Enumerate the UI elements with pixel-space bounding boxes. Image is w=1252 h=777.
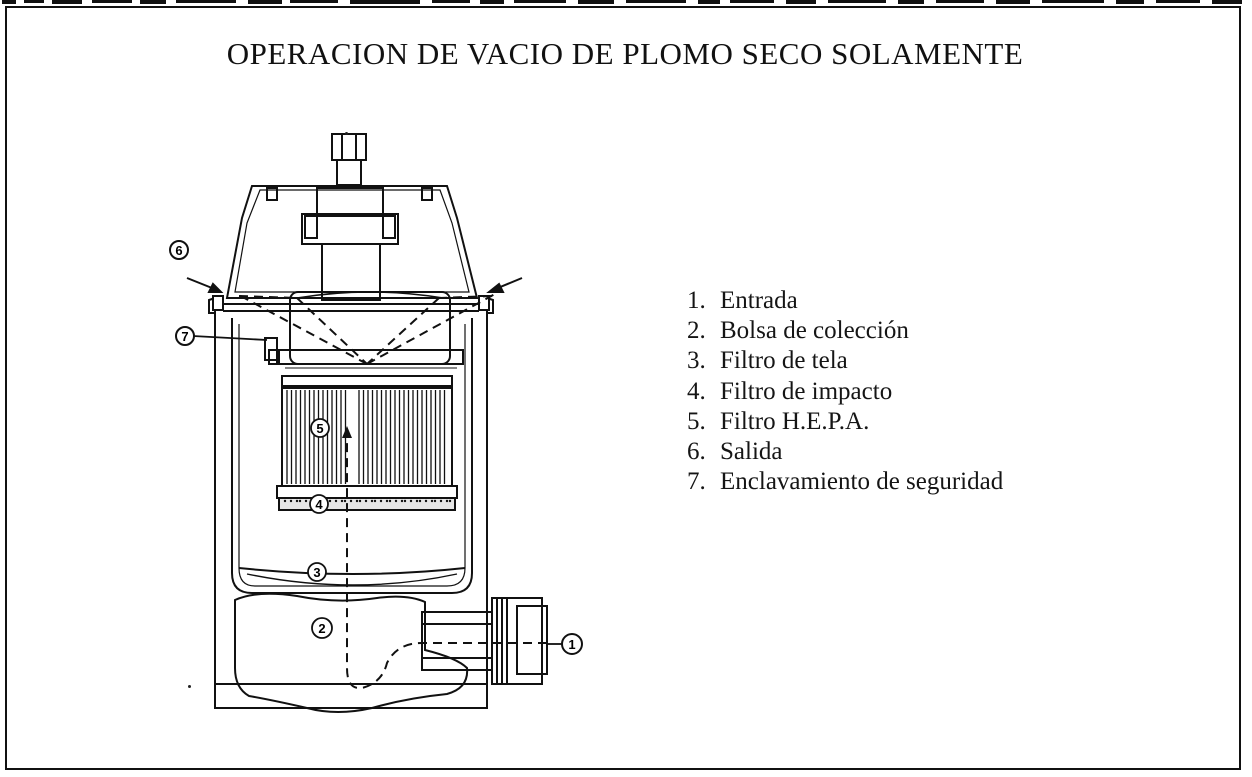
impact-media-speck [433, 499, 437, 503]
impact-media-speck [415, 499, 419, 503]
inlet-airflow [346, 433, 547, 690]
cropped-text-fragment [2, 0, 1242, 4]
legend-label: Salida [720, 438, 783, 466]
impact-media-speck [295, 499, 299, 503]
callout-1: 1 [561, 633, 583, 655]
impact-media-speck [424, 499, 428, 503]
legend-number: 3. [687, 347, 706, 375]
impact-media-speck [388, 499, 392, 503]
impact-media-speck [349, 499, 353, 503]
impact-media-speck [283, 499, 287, 503]
impact-media-speck [355, 499, 359, 503]
motor-head-cover [225, 185, 479, 299]
impact-media-speck [439, 499, 443, 503]
motor-body [316, 187, 384, 217]
legend-number: 5. [687, 407, 706, 435]
legend-number: 1. [687, 287, 706, 314]
scan-speck [188, 685, 191, 688]
impact-media-speck [418, 499, 422, 503]
inner-liner [231, 318, 473, 594]
outlet-arrows [186, 277, 523, 293]
callout-markers: 6 7 5 4 3 [169, 240, 583, 655]
impact-media-speck [403, 499, 407, 503]
impact-media-speck [334, 499, 338, 503]
top-nozzle [331, 133, 367, 161]
legend-number: 4. [687, 377, 706, 405]
callout-7-label: 7 [181, 329, 188, 344]
legend-label: Filtro H.E.P.A. [720, 407, 870, 435]
figure-title: OPERACION DE VACIO DE PLOMO SECO SOLAMEN… [226, 36, 1024, 71]
impact-media-speck [340, 499, 344, 503]
inlet-pipe [421, 597, 548, 685]
impact-media-speck [448, 499, 452, 503]
callout-2: 2 [311, 617, 333, 639]
callout-6: 6 [169, 240, 189, 260]
legend-item: 6. Salida [687, 437, 1003, 467]
legend-label: Bolsa de colección [720, 317, 909, 345]
impact-media-speck [379, 499, 383, 503]
filter-housing [289, 291, 451, 365]
impact-media-speck [445, 499, 449, 503]
callout-1-label: 1 [568, 637, 575, 652]
impact-media-speck [370, 499, 374, 503]
impact-media-speck [289, 499, 293, 503]
parts-legend: 1. Entrada 2. Bolsa de colección 3. Filtro … [687, 286, 1003, 497]
callout-5-label: 5 [316, 421, 323, 436]
safety-interlock [264, 337, 280, 365]
legend-number: 2. [687, 317, 706, 345]
callout-4: 4 [309, 494, 329, 514]
callout-4-label: 4 [315, 497, 323, 512]
figure-frame: OPERACION DE VACIO DE PLOMO SECO SOLAMEN… [5, 6, 1241, 770]
scan-speck [345, 132, 348, 135]
impact-media-speck [358, 499, 362, 503]
collection-bag [234, 592, 469, 713]
impact-media-speck [400, 499, 404, 503]
impact-media-speck [364, 499, 368, 503]
cloth-filter [238, 567, 466, 575]
callout-3: 3 [307, 562, 327, 582]
impact-media-speck [343, 499, 347, 503]
impact-media-speck [409, 499, 413, 503]
hepa-filter [276, 387, 458, 499]
legend-number: 7. [687, 468, 706, 496]
impact-media-speck [328, 499, 332, 503]
impact-media-speck [394, 499, 398, 503]
legend-item: 1. Entrada [687, 286, 1003, 316]
legend-label: Filtro de impacto [720, 377, 893, 405]
legend-item: 5. Filtro H.E.P.A. [687, 407, 1003, 437]
legend-item: 4. Filtro de impacto [687, 377, 1003, 407]
callout-3-label: 3 [313, 565, 320, 580]
impact-media-speck [430, 499, 434, 503]
legend-item: 7. Enclavamiento de seguridad [687, 467, 1003, 497]
callout-5: 5 [310, 418, 330, 438]
vacuum-cross-section-diagram: 6 7 5 4 3 [169, 133, 583, 713]
callout-2-label: 2 [318, 621, 325, 636]
impact-media-speck [385, 499, 389, 503]
screen-hatch [285, 363, 457, 369]
legend-item: 3. Filtro de tela [687, 346, 1003, 376]
impact-media-speck [298, 499, 302, 503]
impact-media-speck [373, 499, 377, 503]
legend-label: Filtro de tela [720, 347, 848, 375]
canister-body [214, 298, 488, 709]
impact-media-speck [304, 499, 308, 503]
legend-label: Enclavamiento de seguridad [720, 468, 1004, 496]
callout-6-label: 6 [175, 243, 182, 258]
callout-7: 7 [175, 326, 195, 346]
legend-label: Entrada [720, 287, 798, 314]
impact-filter [278, 497, 456, 511]
legend-item: 2. Bolsa de colección [687, 316, 1003, 346]
legend-number: 6. [687, 438, 706, 466]
